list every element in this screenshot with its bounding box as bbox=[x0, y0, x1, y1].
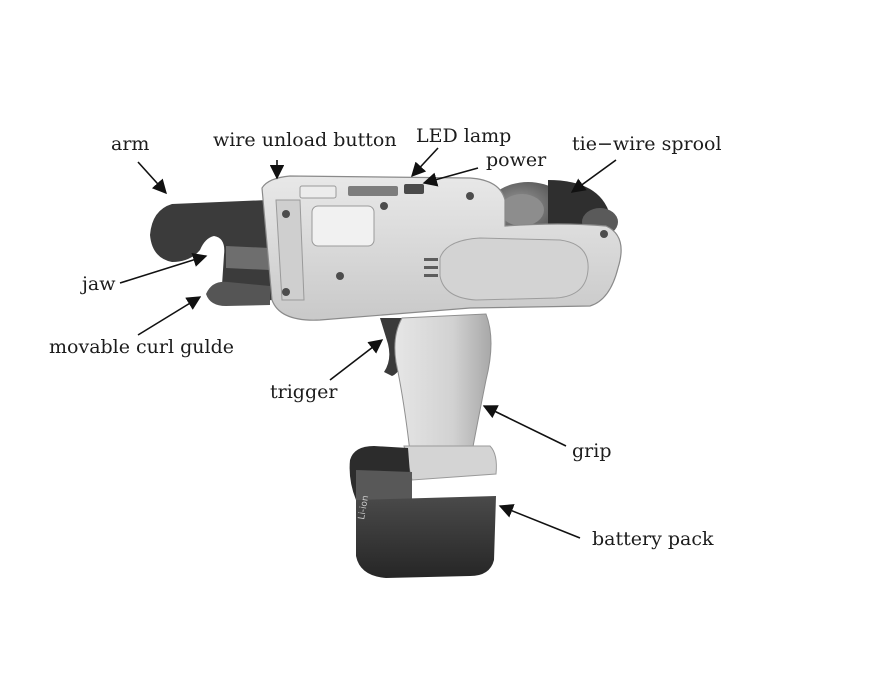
label-battery-pack: battery pack bbox=[592, 528, 714, 550]
arrow-battery bbox=[498, 504, 581, 539]
main-housing bbox=[261, 175, 622, 321]
label-trigger: trigger bbox=[270, 381, 338, 403]
label-movable-curl-guide: movable curl gulde bbox=[49, 336, 234, 358]
label-tie-wire-sprool: tie−wire sprool bbox=[572, 133, 722, 155]
arrow-grip bbox=[482, 405, 567, 447]
label-grip: grip bbox=[572, 440, 611, 462]
arrow-led-lamp bbox=[411, 147, 439, 178]
label-wire-unload-button: wire unload button bbox=[213, 129, 397, 151]
label-led-lamp: LED lamp bbox=[416, 125, 511, 147]
callout-labels: arm wire unload button LED lamp power ti… bbox=[49, 125, 722, 550]
battery-marking: Li-ion bbox=[357, 495, 371, 521]
jaw-assembly bbox=[150, 200, 272, 306]
battery-pack-shape: Li-ion bbox=[349, 445, 497, 578]
arrow-curl-guide bbox=[137, 296, 202, 336]
arrow-arm bbox=[137, 161, 167, 195]
label-power: power bbox=[486, 149, 547, 171]
arrow-power bbox=[422, 167, 479, 187]
arrow-tie-wire bbox=[570, 159, 617, 193]
grip-shape bbox=[394, 313, 492, 453]
arrow-jaw bbox=[119, 253, 208, 284]
arrow-trigger bbox=[329, 339, 384, 381]
tool-illustration: Li-ion bbox=[150, 175, 622, 578]
label-arm: arm bbox=[111, 133, 149, 155]
label-jaw: jaw bbox=[80, 273, 116, 295]
callout-arrows bbox=[119, 147, 617, 539]
